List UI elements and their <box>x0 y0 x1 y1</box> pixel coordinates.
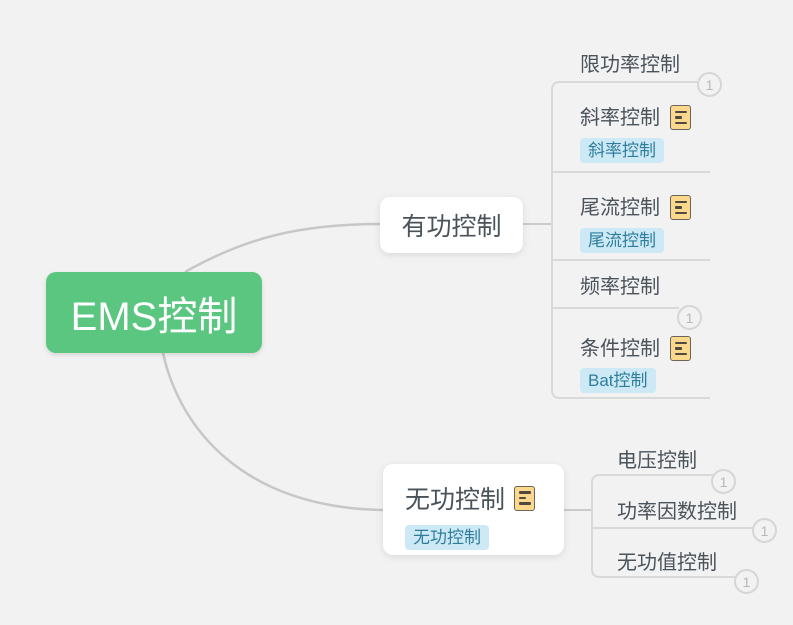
root-topic-label: EMS控制 <box>70 294 238 339</box>
collapse-badge-count: 1 <box>760 522 769 539</box>
subtopic-ramp-label: 斜率控制 <box>580 106 660 129</box>
subtopic-power-limit-label: 限功率控制 <box>580 54 680 76</box>
collapse-badge-voltage[interactable]: 1 <box>711 469 736 494</box>
label-tag-bat: Bat控制 <box>580 368 656 393</box>
subtopic-reactive-value-control[interactable]: 无功值控制 <box>617 551 717 575</box>
subtopic-frequency-label: 频率控制 <box>580 276 660 298</box>
subtopic-voltage-control[interactable]: 电压控制 <box>617 449 697 473</box>
subtopic-voltage-label: 电压控制 <box>617 450 697 472</box>
collapse-badge-power-limit[interactable]: 1 <box>697 72 722 97</box>
subtopic-frequency-control[interactable]: 频率控制 <box>580 275 660 299</box>
collapse-badge-count: 1 <box>719 473 728 490</box>
label-tag-ramp: 斜率控制 <box>580 138 664 163</box>
collapse-badge-reactive-value[interactable]: 1 <box>734 569 759 594</box>
main-topic-reactive-label: 无功控制 <box>405 486 506 514</box>
subtopic-condition-label: 条件控制 <box>580 337 660 360</box>
collapse-badge-frequency[interactable]: 1 <box>677 305 702 330</box>
label-tag-wake: 尾流控制 <box>580 228 664 253</box>
subtopic-power-limit[interactable]: 限功率控制 <box>580 53 680 77</box>
collapse-badge-power-factor[interactable]: 1 <box>752 518 777 543</box>
subtopic-wake-label: 尾流控制 <box>580 196 660 219</box>
note-icon[interactable] <box>670 336 691 361</box>
collapse-badge-count: 1 <box>705 76 714 93</box>
subtopic-power-factor-control[interactable]: 功率因数控制 <box>617 500 737 524</box>
collapse-badge-count: 1 <box>685 309 694 326</box>
subtopic-power-factor-label: 功率因数控制 <box>617 501 737 523</box>
subtopic-ramp-control[interactable]: 斜率控制 <box>580 105 691 130</box>
branch-curve-reactive <box>161 352 384 512</box>
root-topic[interactable]: EMS控制 <box>46 272 262 353</box>
main-topic-reactive-power[interactable]: 无功控制 无功控制 <box>383 464 564 555</box>
main-topic-active-power[interactable]: 有功控制 <box>380 197 523 253</box>
main-topic-active-label: 有功控制 <box>401 213 502 241</box>
label-tag-reactive: 无功控制 <box>405 525 489 550</box>
note-icon[interactable] <box>670 105 691 130</box>
collapse-badge-count: 1 <box>742 573 751 590</box>
branch-curve-active <box>184 222 381 274</box>
subtopic-wake-control[interactable]: 尾流控制 <box>580 195 691 220</box>
note-icon[interactable] <box>514 485 536 511</box>
subtopic-condition-control[interactable]: 条件控制 <box>580 336 691 361</box>
note-icon[interactable] <box>670 195 691 220</box>
subtopic-reactive-value-label: 无功值控制 <box>617 552 717 574</box>
